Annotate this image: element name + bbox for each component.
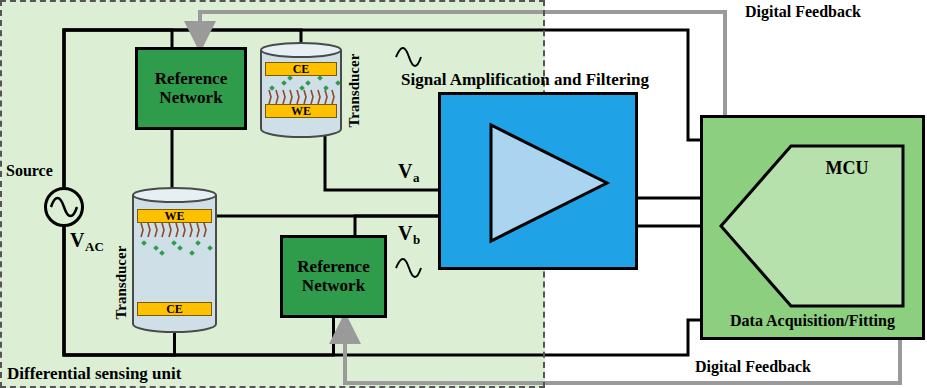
- node-text: Transducer: [346, 53, 363, 127]
- probe-strand: [318, 90, 320, 104]
- source-symbol: [44, 187, 84, 227]
- probe-strand: [204, 223, 206, 237]
- cell-top: [133, 188, 216, 202]
- probe-strand: [290, 90, 292, 104]
- reference-network-box: Reference Network: [280, 235, 387, 318]
- probe-strand: [332, 90, 334, 104]
- probe-strand: [183, 223, 185, 237]
- cell-body: [133, 195, 216, 332]
- probe-molecules: [269, 75, 341, 104]
- probe-strand: [297, 90, 299, 104]
- node-text: Data Acquisition/Fitting: [703, 312, 922, 330]
- target-molecule: [171, 240, 177, 246]
- probe-strand: [162, 223, 164, 237]
- node-text: Source: [6, 162, 53, 180]
- cell-top: [261, 43, 341, 57]
- signal-name: V: [70, 229, 84, 252]
- amplifier-symbol: [491, 125, 607, 241]
- node-text: Reference Network: [283, 257, 384, 296]
- node-text: WE: [138, 210, 211, 222]
- signal-subscript: b: [413, 233, 420, 248]
- target-molecule: [287, 75, 293, 81]
- probe-strand: [197, 223, 199, 237]
- target-molecule: [269, 85, 275, 91]
- target-molecule: [177, 245, 183, 251]
- probe-strand: [304, 90, 306, 104]
- node-text: MCU: [791, 158, 903, 179]
- probe-strand: [169, 223, 171, 237]
- target-molecule: [195, 240, 201, 246]
- electrode-bar: CE: [137, 302, 212, 316]
- signal-subscript: a: [413, 171, 420, 186]
- probe-strand: [141, 223, 143, 237]
- transducer-cell: TransducerCEWE: [260, 42, 342, 137]
- node-text: CE: [266, 63, 336, 75]
- wire: [638, 197, 700, 200]
- amplifier-triangle: [441, 95, 635, 267]
- target-molecule: [317, 75, 323, 81]
- node-text: WE: [266, 105, 336, 117]
- wire: [638, 225, 700, 228]
- sine-symbol: [51, 198, 77, 216]
- mcu-box: MCU Data Acquisition/Fitting: [700, 115, 925, 340]
- target-molecule: [323, 85, 329, 91]
- sine-symbol: [396, 259, 421, 277]
- wire: [355, 216, 438, 235]
- target-molecule: [305, 80, 311, 86]
- electrode-bar: CE: [265, 62, 337, 76]
- adc-symbol: [703, 118, 922, 337]
- feedback-label: Digital Feedback: [745, 3, 861, 21]
- amplifier-box: Signal Amplification and Filtering: [438, 92, 638, 270]
- node-text: Transducer: [113, 245, 130, 319]
- node-text: Differential sensing unit: [7, 364, 181, 384]
- sine-symbol: [396, 48, 421, 66]
- target-molecule: [153, 245, 159, 251]
- probe-strand: [190, 223, 192, 237]
- node-text: Signal Amplification and Filtering: [401, 70, 649, 90]
- probe-molecules: [141, 223, 213, 256]
- signal-name: V: [398, 160, 412, 183]
- target-molecule: [207, 245, 213, 251]
- cell-body: [261, 50, 341, 137]
- ac-source: Source: [44, 187, 84, 227]
- probe-strand: [276, 90, 278, 104]
- electrode-bar: WE: [137, 209, 212, 223]
- target-molecule: [141, 240, 147, 246]
- source-circle: [46, 189, 83, 226]
- probe-strand: [325, 90, 327, 104]
- reference-network-box: Reference Network: [135, 47, 247, 130]
- electrode-bar: WE: [265, 104, 337, 118]
- feedback-label: Digital Feedback: [695, 358, 811, 376]
- probe-strand: [283, 90, 285, 104]
- probe-strand: [269, 90, 271, 104]
- cell-outline: [260, 42, 342, 137]
- signal-subscript: AC: [85, 240, 104, 255]
- node-text: CE: [138, 303, 211, 315]
- target-molecule: [281, 80, 287, 86]
- probe-strand: [155, 223, 157, 237]
- target-molecule: [159, 250, 165, 256]
- signal-name: V: [398, 222, 412, 245]
- probe-strand: [148, 223, 150, 237]
- node-text: Reference Network: [138, 69, 244, 108]
- transducer-cell: TransducerWECE: [132, 187, 217, 332]
- target-molecule: [335, 80, 341, 86]
- target-molecule: [299, 85, 305, 91]
- probe-strand: [176, 223, 178, 237]
- target-molecule: [189, 250, 195, 256]
- probe-strand: [311, 90, 313, 104]
- adc-shape: [721, 146, 903, 306]
